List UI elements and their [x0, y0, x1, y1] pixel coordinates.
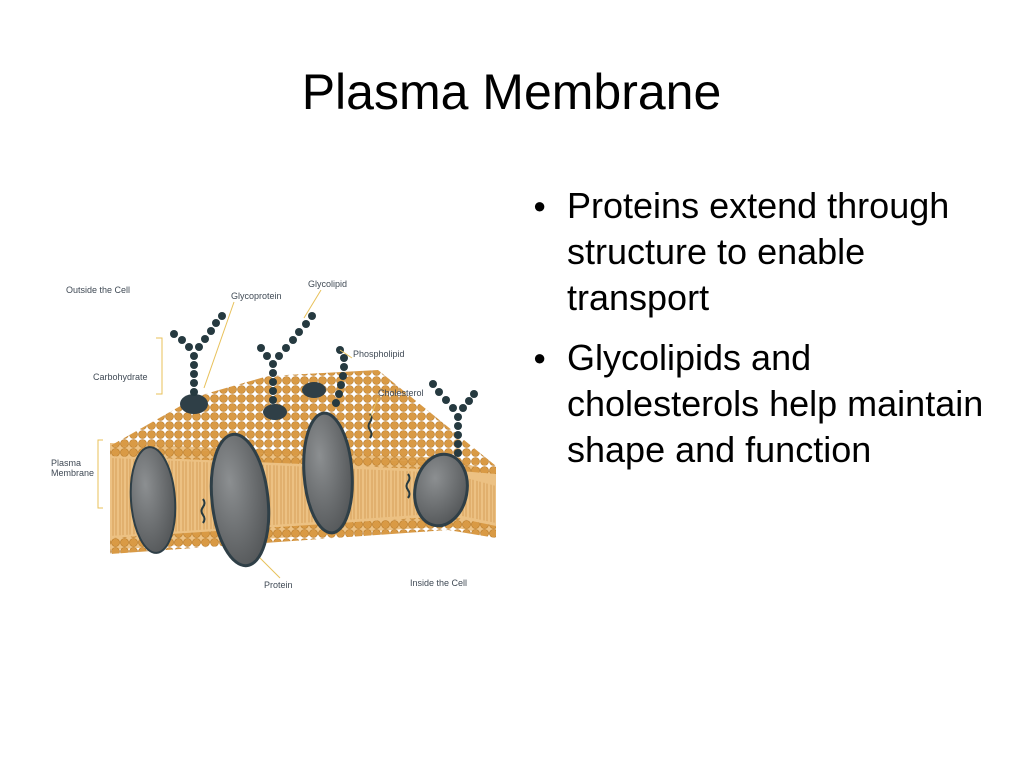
label-membrane: Membrane — [51, 468, 94, 478]
label-glycoprotein: Glycoprotein — [231, 291, 282, 301]
membrane-diagram: Outside the Cell Glycoprotein Glycolipid… — [48, 268, 500, 598]
bullet-item: ● Glycolipids and cholesterols help main… — [533, 335, 1003, 473]
label-inside-cell: Inside the Cell — [410, 578, 467, 588]
label-plasma: Plasma — [51, 458, 81, 468]
bullet-text: Proteins extend through structure to ena… — [567, 185, 950, 318]
bullet-text: Glycolipids and cholesterols help mainta… — [567, 337, 984, 470]
protein-shape — [302, 411, 354, 535]
protein-shape — [413, 452, 469, 528]
label-carbohydrate: Carbohydrate — [93, 372, 148, 382]
carbohydrate-chains — [170, 312, 478, 457]
bullet-list: ● Proteins extend through structure to e… — [533, 183, 1003, 487]
slide-title: Plasma Membrane — [301, 64, 722, 120]
bilayer-top-surface — [110, 370, 496, 466]
label-phospholipid: Phospholipid — [353, 349, 405, 359]
label-cholesterol: Cholesterol — [378, 388, 424, 398]
label-glycolipid: Glycolipid — [308, 279, 347, 289]
label-protein: Protein — [264, 580, 293, 590]
membrane-diagram-svg: Outside the Cell Glycoprotein Glycolipid… — [51, 279, 496, 590]
bullet-item: ● Proteins extend through structure to e… — [533, 183, 1003, 321]
bullet-dot-icon: ● — [533, 193, 547, 218]
protein-shape — [129, 446, 177, 554]
bilayer-bottom-heads — [110, 516, 496, 554]
label-outside-cell: Outside the Cell — [66, 285, 130, 295]
protein-shape — [209, 432, 271, 568]
bullet-dot-icon: ● — [533, 345, 547, 370]
